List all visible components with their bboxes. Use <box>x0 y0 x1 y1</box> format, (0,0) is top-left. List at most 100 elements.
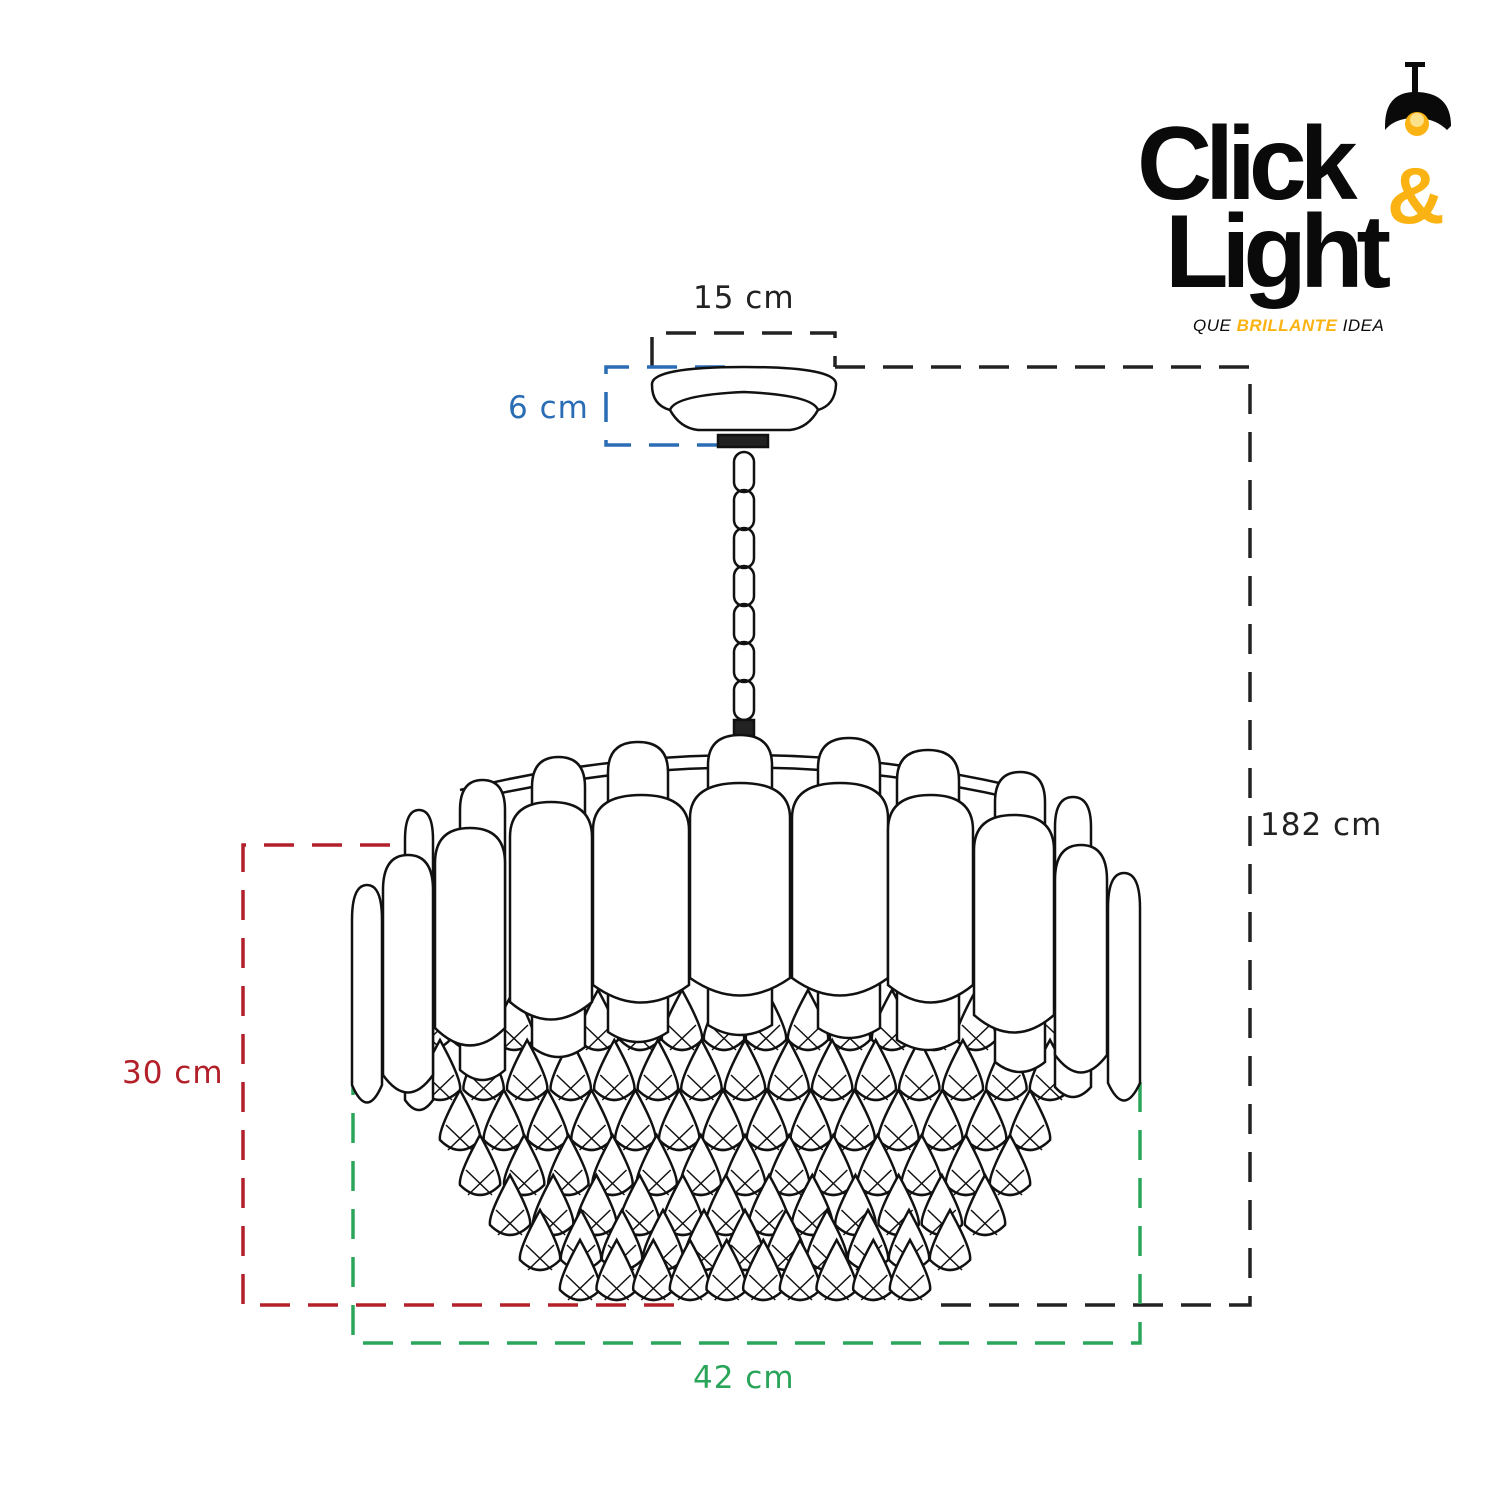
teardrop-crystal <box>877 1087 920 1152</box>
teardrop-crystal <box>815 1237 859 1302</box>
crystal-facet <box>861 1074 891 1101</box>
teardrop-crystals <box>408 987 1082 1302</box>
tagline-brillante: BRILLANTE <box>1236 316 1338 335</box>
teardrop-crystal <box>964 1087 1008 1152</box>
teardrop-crystal <box>944 1132 988 1197</box>
crystal-panel <box>508 800 594 1021</box>
teardrop-crystal <box>767 1037 810 1102</box>
crystal-facet <box>935 1244 965 1271</box>
crystal-facet <box>730 1169 760 1196</box>
crystal-facet <box>907 1169 937 1196</box>
crystal-facet <box>904 1074 934 1101</box>
crystal-facet <box>895 1274 925 1301</box>
teardrop-crystal <box>518 1207 562 1272</box>
crystal-facet <box>927 1124 957 1151</box>
crystal-facet <box>675 1274 705 1301</box>
crystal-facet <box>818 1169 848 1196</box>
teardrop-crystal <box>920 1087 964 1152</box>
crystal-facet <box>489 1124 519 1151</box>
crystal-facet <box>774 1169 804 1196</box>
teardrop-crystal <box>745 1087 789 1152</box>
crystal-panel <box>433 826 507 1047</box>
teardrop-crystal <box>856 1132 899 1197</box>
teardrop-crystal <box>704 1172 748 1237</box>
body-height-label: 30 cm <box>122 1055 224 1091</box>
crystal-facet <box>525 1244 555 1271</box>
crystal-facet <box>599 1074 629 1101</box>
brand-logo: Click Light & QUE BRILLANTE IDEA <box>1135 60 1465 350</box>
crystal-facet <box>638 1274 668 1301</box>
crystal-facet <box>817 1074 847 1101</box>
crystal-facet <box>991 1074 1021 1101</box>
chain-link <box>732 640 756 684</box>
teardrop-crystal <box>854 1037 898 1102</box>
body-width-dimension-line <box>351 1065 1142 1345</box>
crystal-panel <box>1053 843 1109 1074</box>
teardrop-crystal <box>526 1087 570 1152</box>
canopy-width-dimension-line <box>650 331 837 367</box>
teardrop-crystal <box>851 1237 895 1302</box>
crystal-facet <box>445 1124 475 1151</box>
crystal-facet <box>840 1124 870 1151</box>
canopy-height-label: 6 cm <box>508 390 589 426</box>
crystal-facet <box>822 1274 852 1301</box>
crystal-panel <box>886 793 975 1004</box>
teardrop-crystal <box>546 1132 590 1197</box>
chain-link <box>732 564 756 608</box>
crystal-facet <box>708 1124 738 1151</box>
teardrop-crystal <box>928 1207 972 1272</box>
body-height-dimension-line <box>241 843 690 1307</box>
crystal-facet <box>565 1274 595 1301</box>
front-panels <box>350 781 1142 1104</box>
ceiling-canopy <box>650 365 838 449</box>
crystal-panel <box>972 813 1056 1034</box>
crystal-facet <box>686 1169 716 1196</box>
teardrop-crystal <box>591 1132 634 1197</box>
crystal-panel <box>688 781 792 997</box>
teardrop-crystal <box>592 1037 636 1102</box>
teardrop-crystal <box>810 1037 854 1102</box>
teardrop-crystal <box>631 1237 675 1302</box>
teardrop-crystal <box>941 1037 985 1102</box>
crystal-facet <box>686 1074 716 1101</box>
teardrop-crystal <box>661 1172 705 1237</box>
crystal-facet <box>948 1074 978 1101</box>
teardrop-crystal <box>668 1237 712 1302</box>
chain <box>732 450 756 722</box>
crystal-facet <box>1015 1124 1045 1151</box>
tagline-idea: IDEA <box>1342 316 1385 335</box>
logo-ampersand: & <box>1387 151 1445 240</box>
teardrop-crystal <box>723 1037 767 1102</box>
pendant-lamp-icon <box>1385 62 1451 136</box>
teardrop-crystal <box>618 1172 661 1237</box>
crystal-facet <box>970 1209 1000 1236</box>
teardrop-crystal <box>635 1132 679 1197</box>
chain-link <box>732 488 756 532</box>
teardrop-crystal <box>595 1237 639 1302</box>
crystal-facet <box>620 1124 650 1151</box>
crystal-facet <box>602 1274 632 1301</box>
tagline-que: QUE <box>1193 316 1232 335</box>
teardrop-crystal <box>811 1132 855 1197</box>
crystal-facet <box>712 1274 742 1301</box>
teardrop-crystal <box>558 1237 602 1302</box>
teardrop-crystal <box>701 1087 745 1152</box>
chain-link <box>732 450 756 494</box>
teardrop-crystal <box>747 1172 791 1237</box>
crystal-facet <box>796 1124 826 1151</box>
crystal-facet <box>556 1074 586 1101</box>
crystal-facet <box>748 1274 778 1301</box>
crystal-facet <box>971 1124 1001 1151</box>
logo-word-light: Light <box>1165 194 1391 310</box>
logo-word-click: Click <box>1137 106 1358 222</box>
teardrop-crystal <box>505 1037 549 1102</box>
crystal-facet <box>533 1124 563 1151</box>
teardrop-crystal <box>888 1237 932 1302</box>
crystal-facet <box>785 1274 815 1301</box>
teardrop-crystal <box>438 1087 482 1152</box>
teardrop-crystal <box>657 1087 701 1152</box>
teardrop-crystal <box>679 1132 723 1197</box>
crystal-facet <box>961 1024 991 1051</box>
